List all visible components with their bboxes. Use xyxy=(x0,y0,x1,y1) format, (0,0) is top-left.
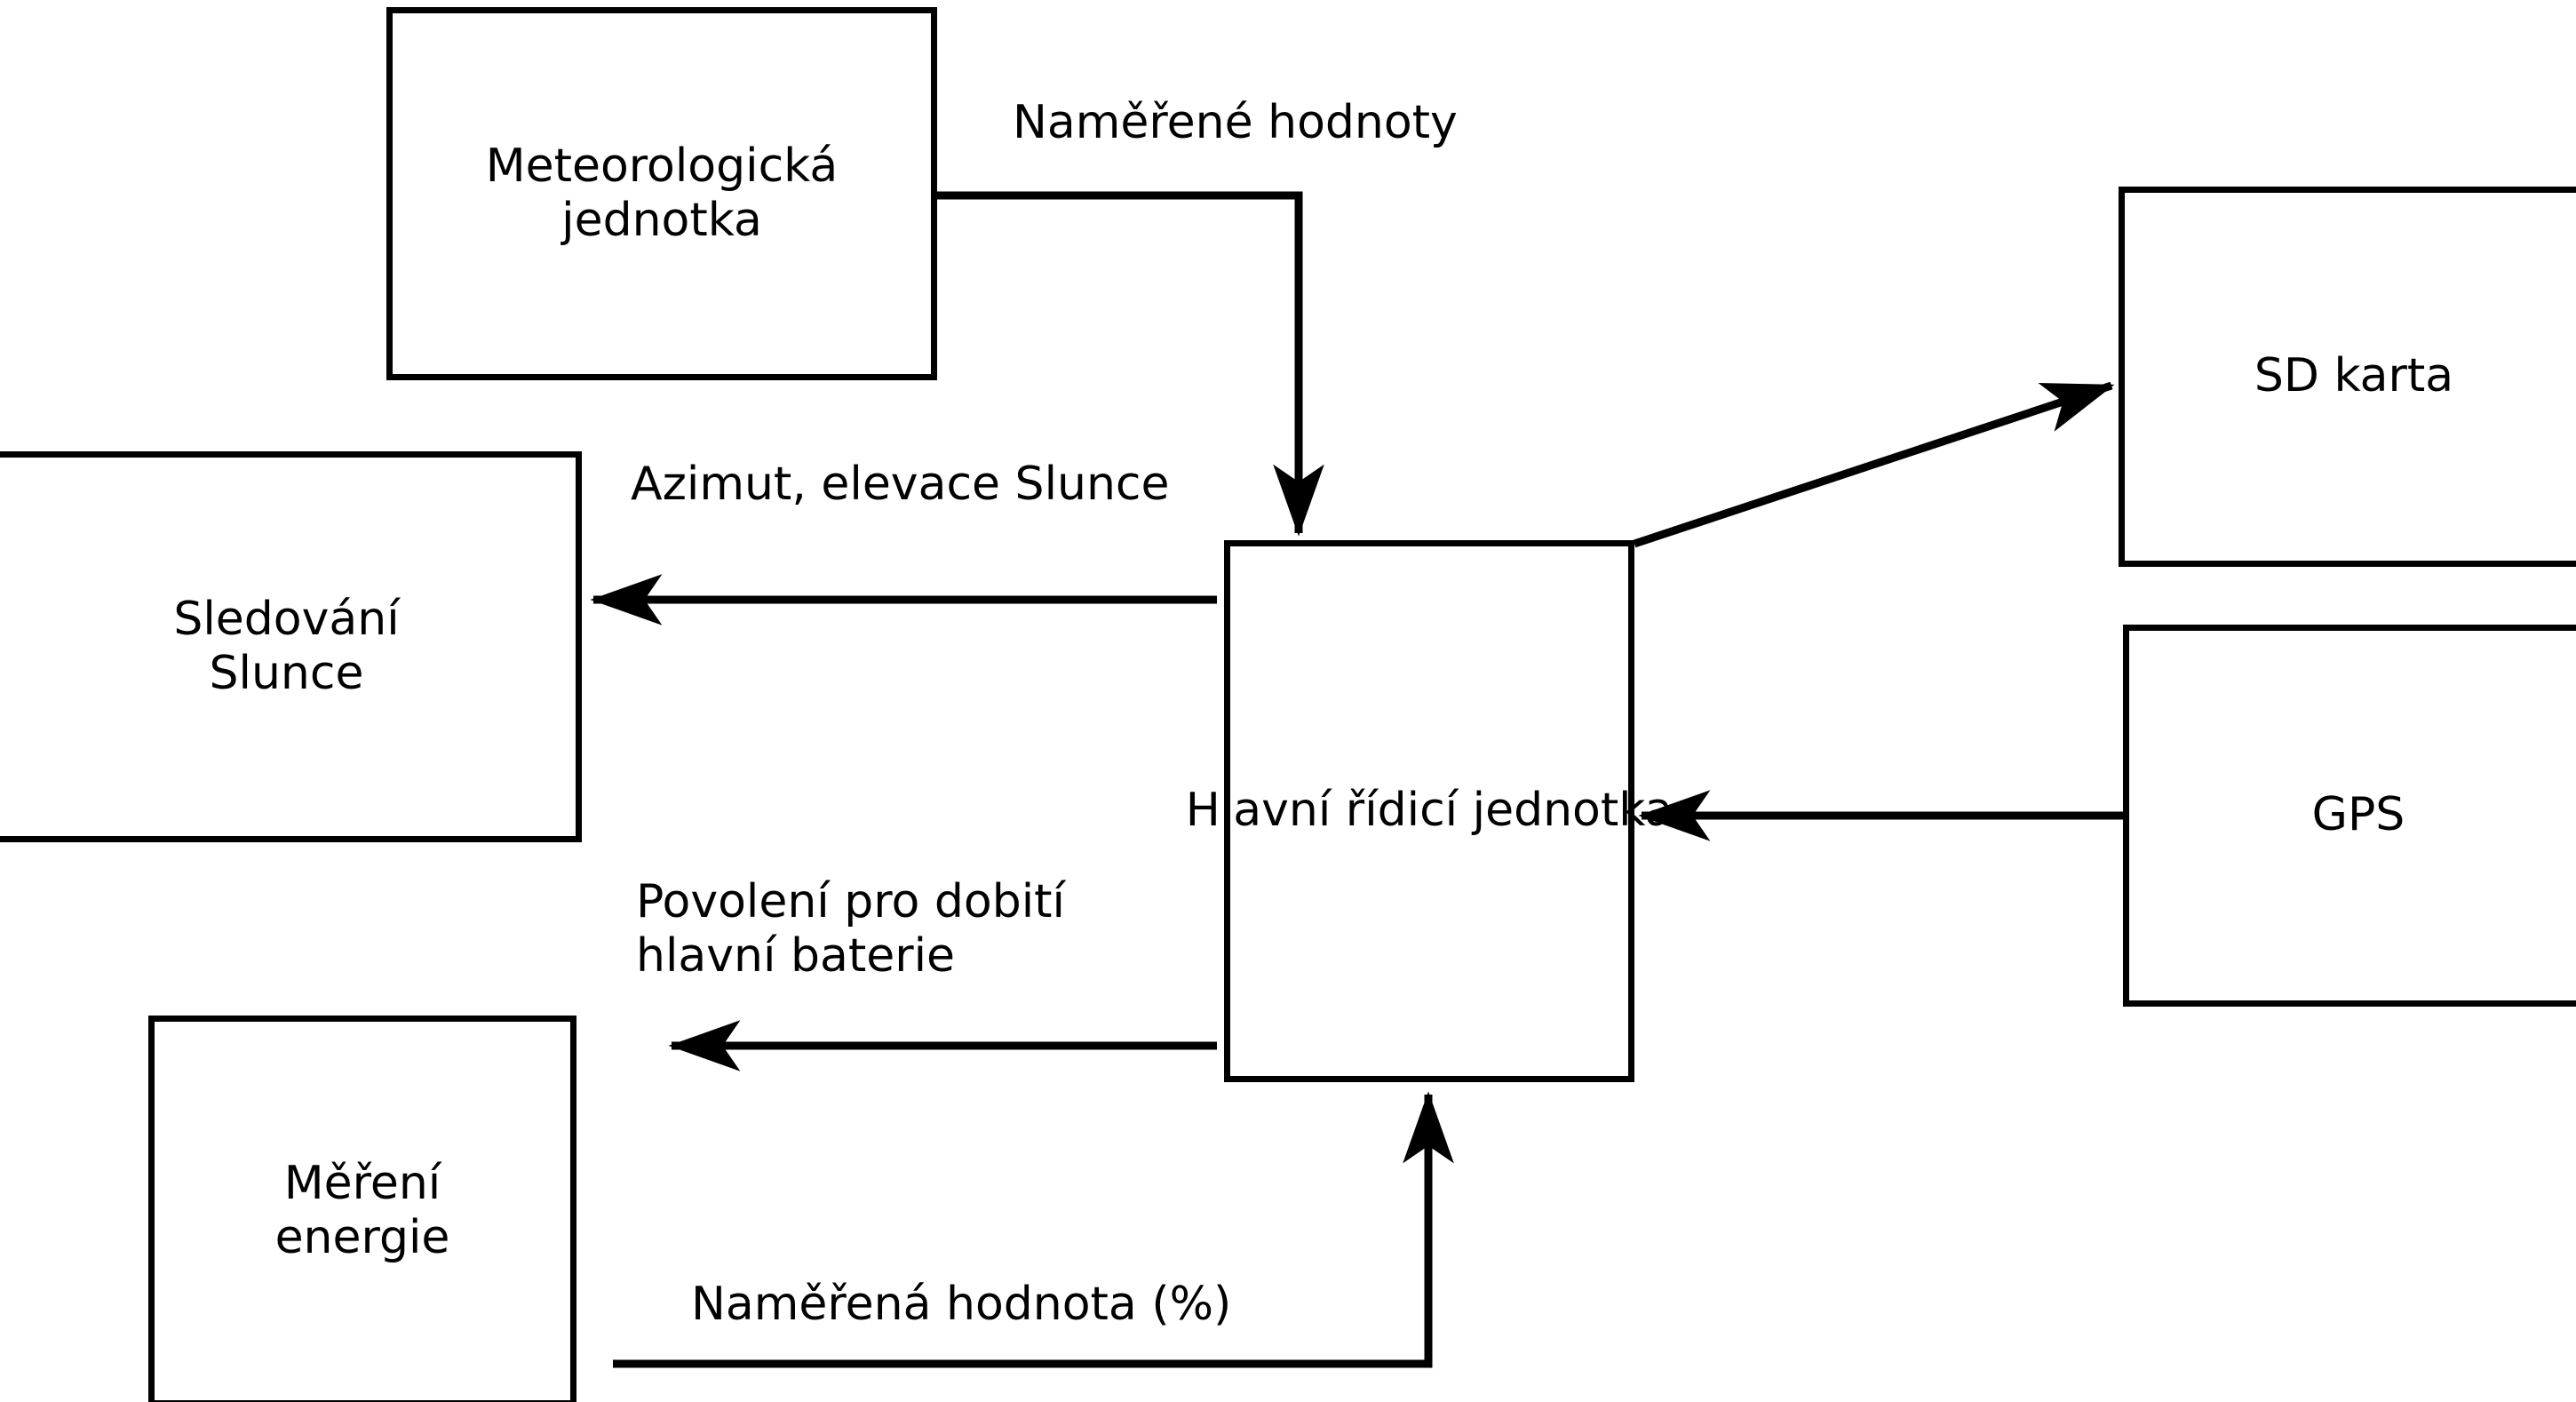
node-sun-tracking[interactable]: Sledování Slunce xyxy=(0,451,582,842)
node-gps[interactable]: GPS xyxy=(2123,625,2576,1007)
node-meteo-unit[interactable]: Meteorologická jednotka xyxy=(386,7,937,380)
node-label-sd-card: SD karta xyxy=(2254,349,2454,403)
node-label-energy-measurement: Měření energie xyxy=(274,1156,450,1264)
node-main-control-unit[interactable]: Hlavní řídicí jednotka xyxy=(1186,540,1673,1082)
connector-to-sd-card xyxy=(1633,381,2115,548)
node-label-main-control-unit: Hlavní řídicí jednotka xyxy=(1185,784,1674,838)
connector-measured-values xyxy=(937,191,1324,537)
node-label-gps: GPS xyxy=(2311,788,2405,842)
node-sd-card[interactable]: SD karta xyxy=(2119,187,2576,567)
node-label-meteo-unit: Meteorologická jednotka xyxy=(485,139,839,247)
edge-label-battery-permission: Povolení pro dobití hlavní baterie xyxy=(636,875,1065,984)
edge-label-measured-values: Naměřené hodnoty xyxy=(1013,96,1458,149)
node-label-sun-tracking: Sledování Slunce xyxy=(173,592,400,700)
connector-measured-percent xyxy=(613,1091,1454,1368)
edge-label-azimuth-elevation: Azimut, elevace Slunce xyxy=(631,458,1170,511)
edge-label-measured-percent: Naměřená hodnota (%) xyxy=(691,1278,1232,1331)
node-energy-measurement[interactable]: Měření energie xyxy=(148,1016,576,1402)
